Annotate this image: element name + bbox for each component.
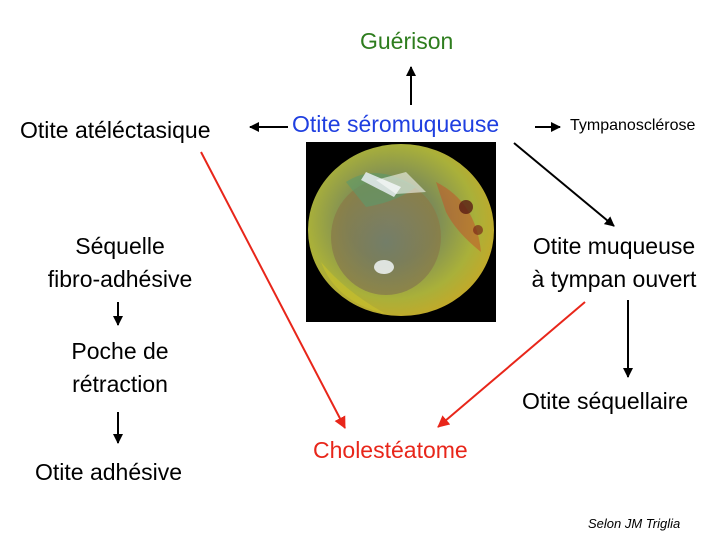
red-arrow-atelectasique-to-cholesteatome — [200, 151, 346, 429]
node-sequelle-fibro-adhesive: Séquelle fibro-adhésive — [40, 230, 200, 296]
node-sequelle-line2: fibro-adhésive — [47, 266, 193, 292]
node-otite-sequellaire: Otite séquellaire — [522, 388, 689, 414]
credit-text: Selon JM Triglia — [588, 516, 681, 531]
node-guerison: Guérison — [360, 28, 454, 54]
node-tympanosclerose: Tympanosclérose — [570, 117, 696, 134]
node-sequelle-line1: Séquelle — [75, 233, 165, 259]
arrow-to-otite-muqueuse — [513, 142, 615, 227]
node-poche-line1: Poche de — [71, 338, 169, 364]
node-cholesteatome: Cholestéatome — [313, 437, 468, 463]
node-otite-muqueuse-line1: Otite muqueuse — [532, 233, 696, 259]
node-otite-adhesive: Otite adhésive — [35, 459, 183, 485]
node-poche-retraction: Poche de rétraction — [40, 335, 200, 401]
node-otite-seromuqueuse: Otite séromuqueuse — [292, 111, 500, 137]
node-otite-muqueuse: Otite muqueuse à tympan ouvert — [516, 230, 712, 296]
otoscopic-eardrum-photo-icon — [306, 142, 496, 322]
red-arrow-muqueuse-to-cholesteatome — [437, 301, 586, 428]
node-otite-atelectasique: Otite atéléctasique — [20, 117, 211, 143]
eardrum-photo — [306, 142, 496, 322]
node-otite-muqueuse-line2: à tympan ouvert — [531, 266, 697, 292]
node-poche-line2: rétraction — [72, 371, 168, 397]
